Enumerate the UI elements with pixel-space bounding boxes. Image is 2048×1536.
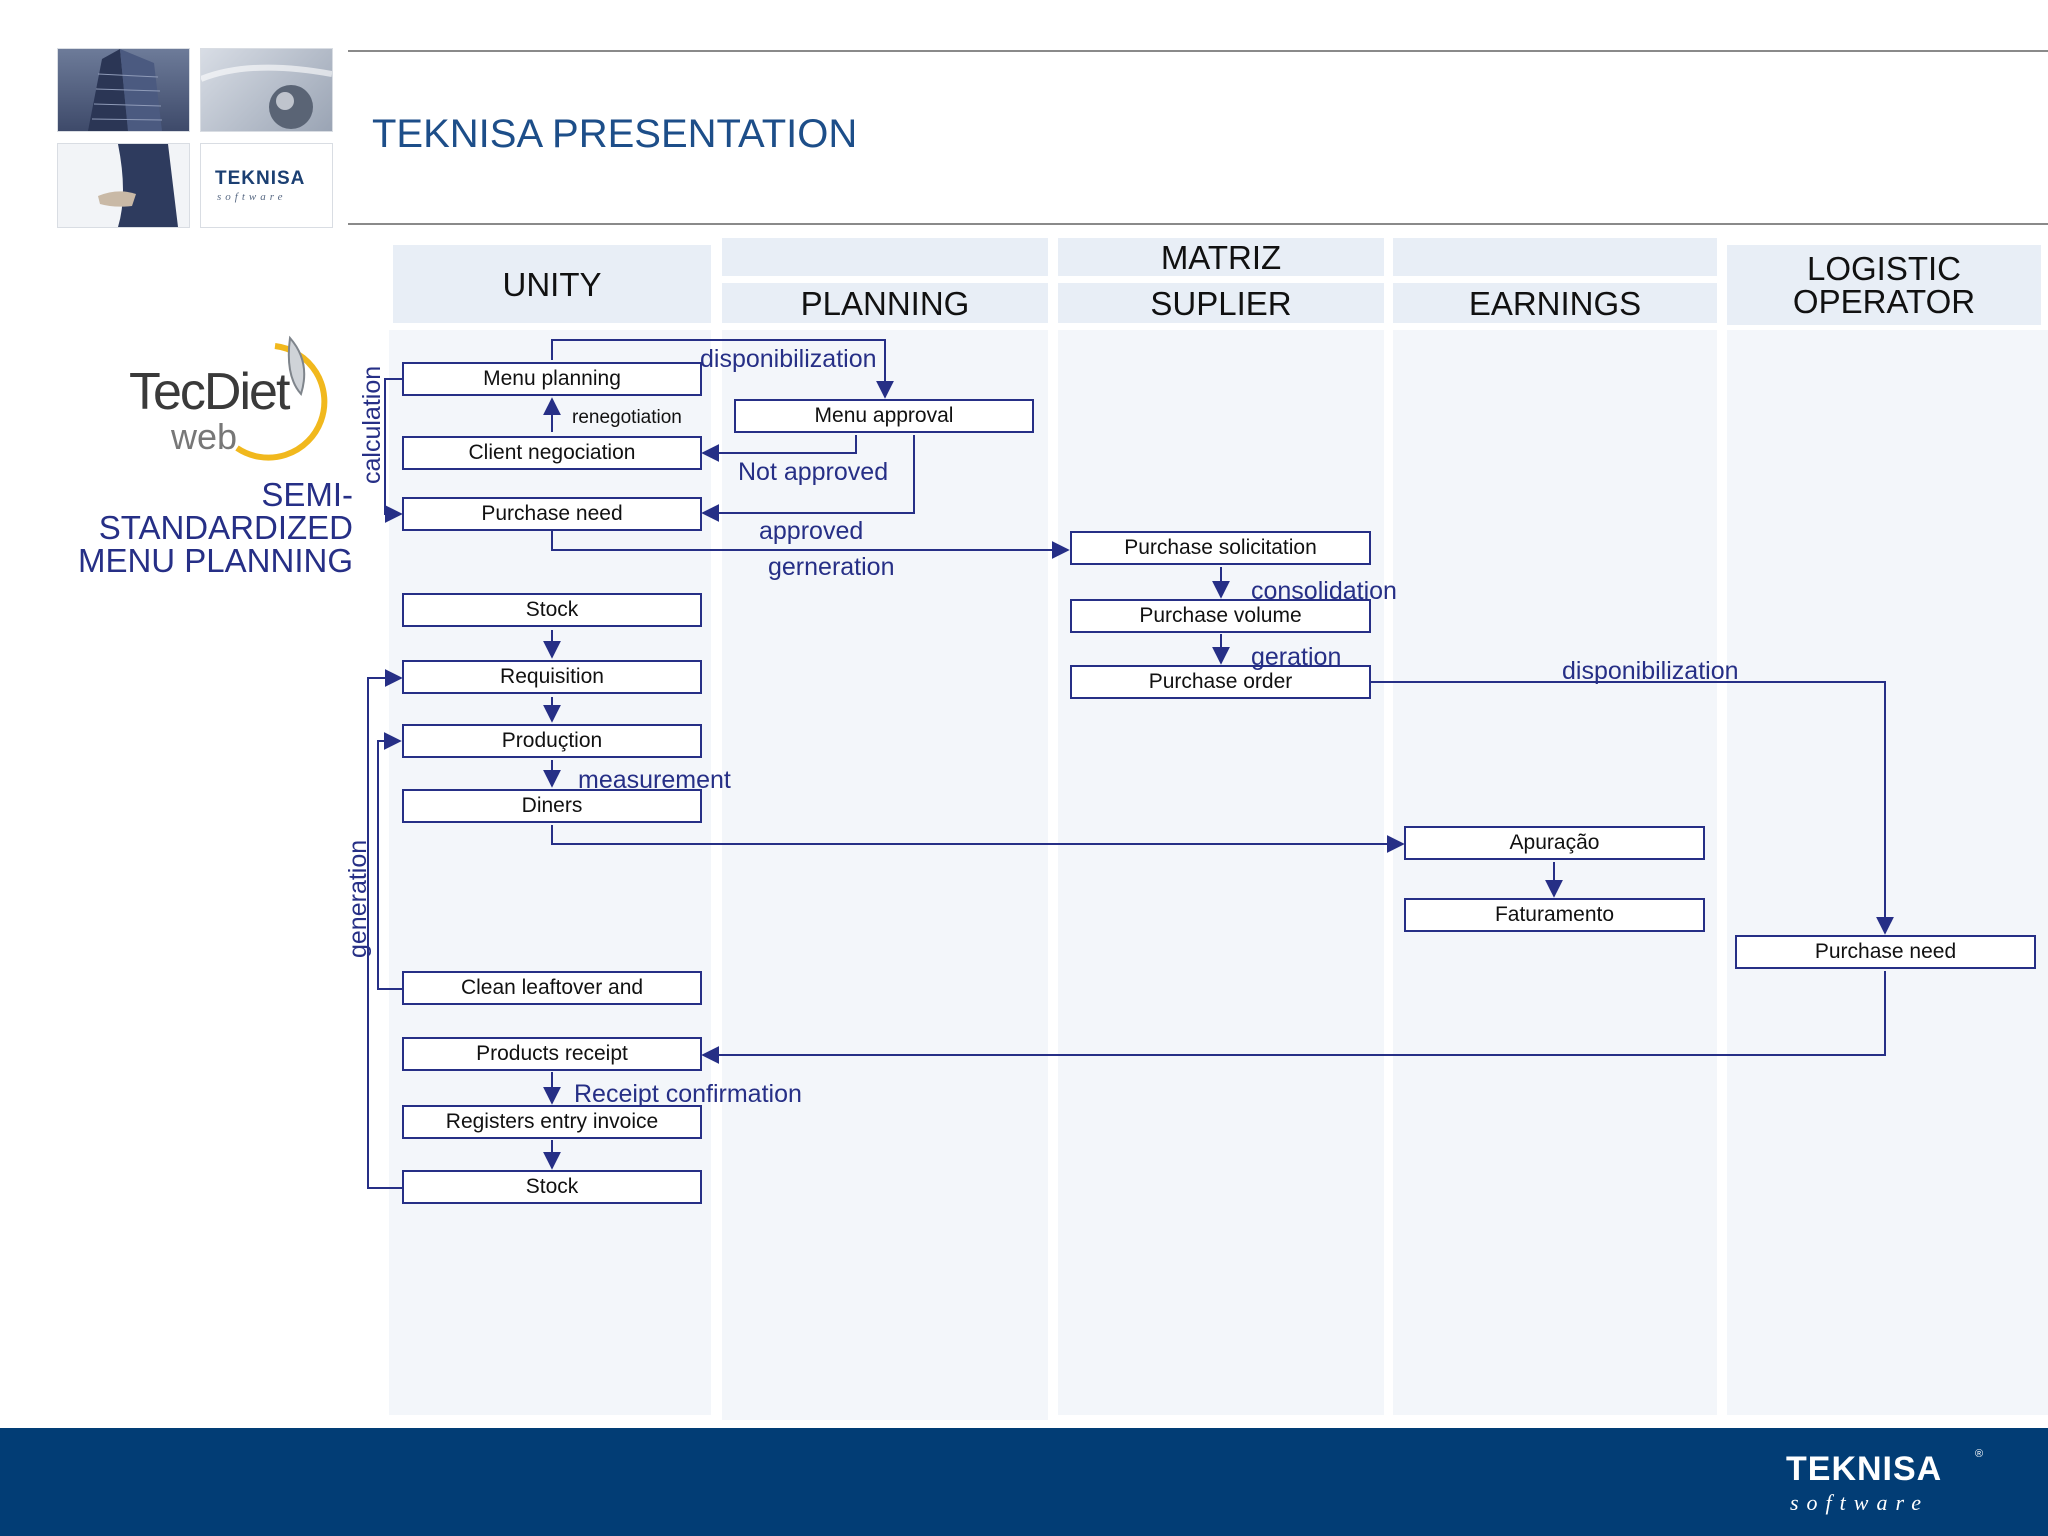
caption-line-3: MENU PLANNING — [77, 542, 353, 579]
label-gerneration: gerneration — [768, 553, 895, 581]
label-measurement: measurement — [578, 766, 731, 794]
footer-bar: TEKNISA ® software — [0, 1428, 2048, 1536]
caption-line-2: STANDARDIZED — [98, 509, 353, 546]
label-not-approved: Not approved — [738, 458, 889, 486]
label-generation: generation — [344, 839, 372, 958]
globe-photo — [200, 48, 333, 132]
diners-box: Diners — [402, 789, 702, 823]
menu-approval-box: Menu approval — [734, 399, 1034, 433]
stock-top-box: Stock — [402, 593, 702, 627]
purchase-need-logistic-box: Purchase need — [1735, 935, 2036, 969]
tecdiet-logo: TecDiet web — [125, 332, 345, 462]
registers-entry-invoice-box: Registers entry invoice — [402, 1105, 702, 1139]
label-approved: approved — [759, 517, 864, 545]
products-receipt-box: Products receipt — [402, 1037, 702, 1071]
matriz-group-blank-left — [722, 238, 1048, 276]
suplier-lane — [1058, 330, 1384, 1415]
label-disponibilization-top: disponibilization — [700, 345, 877, 373]
matriz-header: MATRIZ — [1058, 238, 1384, 276]
arrow-diners-to-apuracao — [551, 825, 1405, 853]
arrow-logistic-to-receipt — [701, 971, 1886, 1064]
header-top-rule — [348, 50, 2048, 52]
label-disponibilization-right: disponibilization — [1562, 657, 1739, 685]
logistic-lane — [1727, 330, 2048, 1415]
arrow-calculation-to-purchase-need — [384, 378, 403, 523]
label-renegotiation: renegotiation — [572, 407, 682, 428]
label-consolidation: consolidation — [1251, 577, 1397, 605]
logistic-header-line1: LOGISTIC — [1806, 250, 1962, 287]
footer-software-text: software — [1790, 1490, 1929, 1515]
label-receipt-confirmation: Receipt confirmation — [574, 1080, 802, 1108]
arrow-order-to-logistic — [1371, 681, 1894, 935]
earnings-header: EARNINGS — [1393, 283, 1717, 323]
header-bottom-rule — [348, 223, 2048, 225]
purchase-volume-box: Purchase volume — [1070, 599, 1371, 633]
caption-line-1: SEMI- — [261, 476, 353, 513]
purchase-need-unity-box: Purchase need — [402, 497, 702, 531]
logistic-operator-header: LOGISTIC OPERATOR — [1727, 245, 2041, 325]
teknisa-logo-tile: TEKNISA software — [200, 143, 333, 228]
page-title: TEKNISA PRESENTATION — [372, 112, 858, 156]
apuracao-box: Apuração — [1404, 826, 1705, 860]
arrow-leftover-to-production — [377, 732, 403, 990]
arrow-menu-planning-to-approval — [551, 339, 894, 399]
suplier-header: SUPLIER — [1058, 283, 1384, 323]
logistic-header-line2: OPERATOR — [1792, 283, 1976, 320]
tecdiet-logo-main: TecDiet — [129, 363, 290, 421]
client-negociation-box: Client negociation — [402, 436, 702, 470]
purchase-order-box: Purchase order — [1070, 665, 1371, 699]
footer-teknisa-logo: TEKNISA — [1786, 1450, 1943, 1488]
label-geration: geration — [1251, 643, 1342, 671]
faturamento-box: Faturamento — [1404, 898, 1705, 932]
arrow-approved — [701, 435, 915, 522]
arrow-generation-to-solicitation — [551, 531, 1070, 559]
semi-standardized-caption: SEMI- STANDARDIZED MENU PLANNING — [78, 478, 353, 577]
requisition-box: Requisition — [402, 660, 702, 694]
matriz-group-blank-right — [1393, 238, 1717, 276]
teknisa-logo-text: TEKNISA — [215, 168, 306, 189]
office-building-photo — [57, 48, 190, 132]
planning-lane — [722, 330, 1048, 1420]
arrow-stock-to-requisition-loop — [367, 669, 403, 1189]
label-calculation: calculation — [358, 365, 386, 484]
tecdiet-logo-sub: web — [171, 416, 238, 457]
stock-bottom-box: Stock — [402, 1170, 702, 1204]
arrow-not-approved — [701, 435, 857, 462]
menu-planning-box: Menu planning — [402, 362, 702, 396]
footer-registered-mark: ® — [1975, 1448, 1984, 1460]
planning-header: PLANNING — [722, 283, 1048, 323]
unity-header: UNITY — [393, 245, 711, 323]
purchase-solicitation-box: Purchase solicitation — [1070, 531, 1371, 565]
teknisa-logo-sub: software — [217, 191, 287, 203]
handshake-photo — [57, 143, 190, 228]
production-box: Produçtion — [402, 724, 702, 758]
clean-leftover-box: Clean leaftover and — [402, 971, 702, 1005]
